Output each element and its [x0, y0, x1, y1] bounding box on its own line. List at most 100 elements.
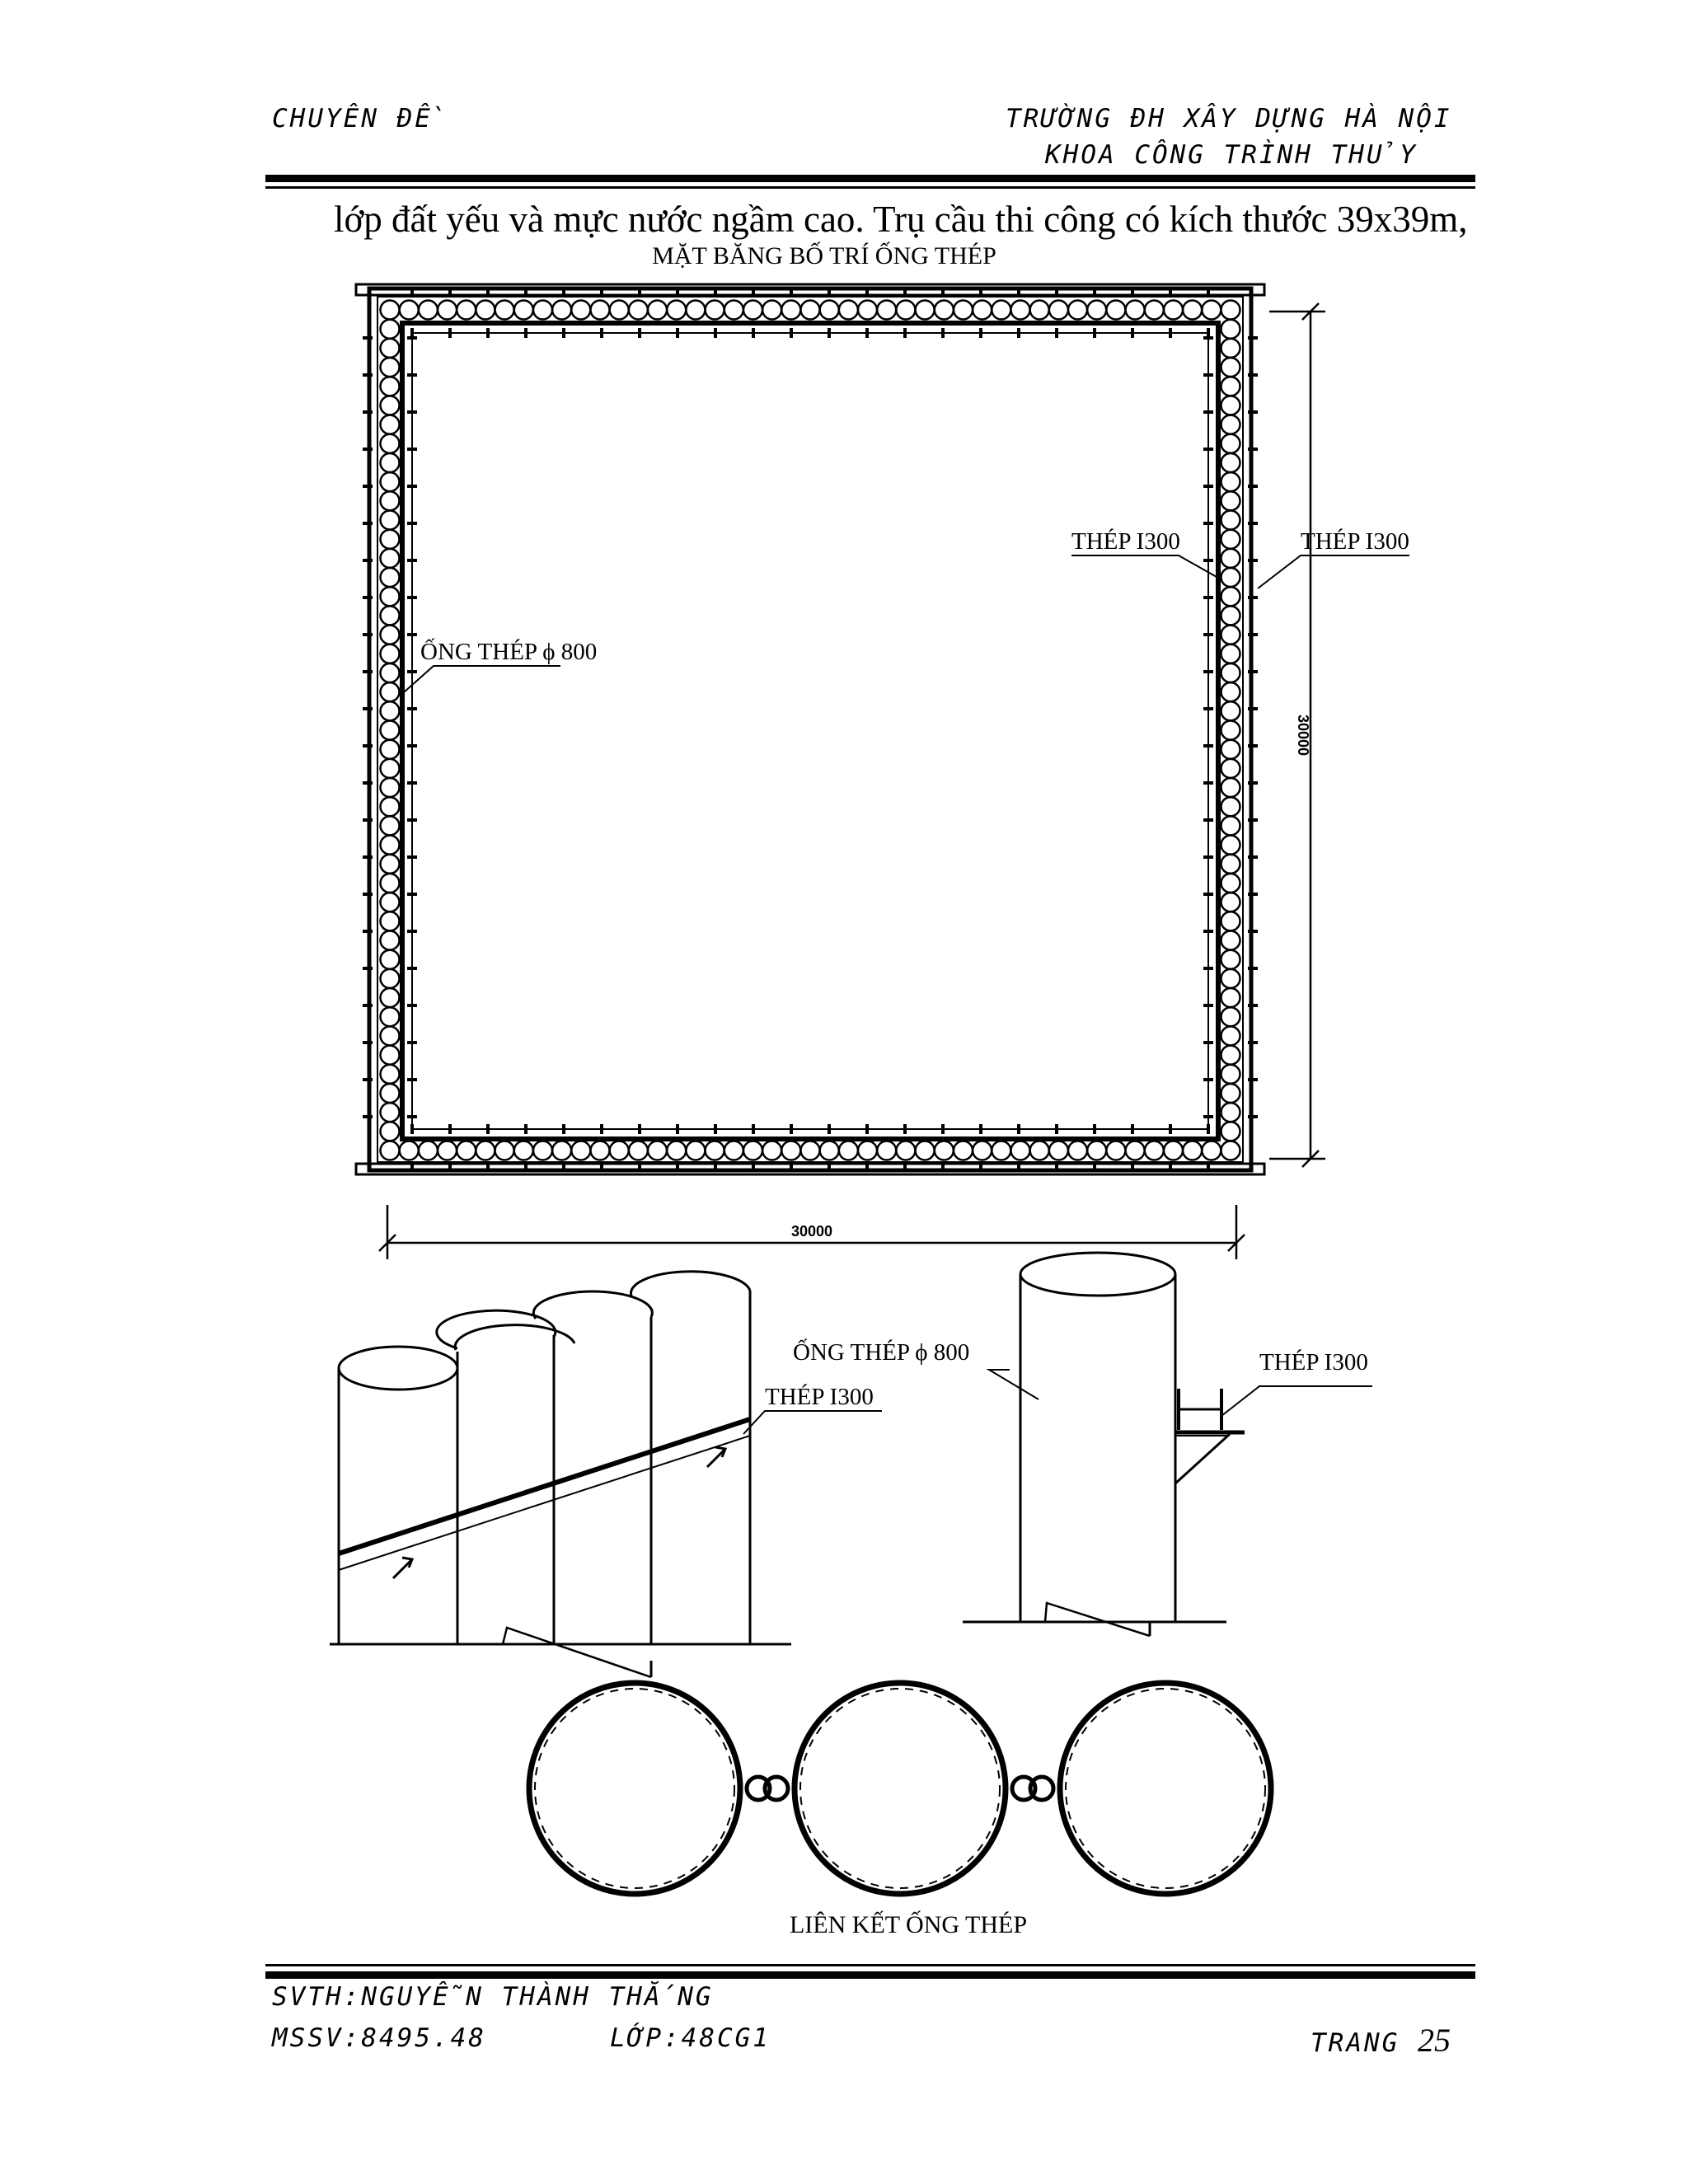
steel-pipe-plan [379, 1140, 401, 1161]
connection-title: LIÊN KẾT ỐNG THÉP [790, 1910, 1027, 1938]
connection-pipe-2 [791, 1680, 1009, 1897]
steel-pipe-plan [398, 299, 420, 321]
leader-lines [403, 555, 1409, 693]
steel-pipe-plan [1220, 757, 1241, 780]
steel-pipe-plan [1220, 414, 1241, 435]
steel-pipe-plan [1220, 1101, 1241, 1123]
steel-pipe-plan [1105, 1140, 1127, 1161]
steel-pipe-plan [570, 1140, 592, 1161]
steel-pipe-plan [379, 433, 401, 455]
steel-pipe-plan [589, 1140, 611, 1161]
steel-pipe-plan [532, 299, 554, 321]
steel-pipe-plan [799, 299, 821, 321]
steel-pipe-plan [494, 1140, 515, 1161]
steel-pipe-plan [1220, 356, 1241, 378]
plan-title: MẶT BĂNG BỐ TRÍ ỐNG THÉP [652, 241, 996, 269]
steel-pipe-plan [417, 1140, 439, 1161]
steel-pipe-plan [685, 1140, 706, 1161]
steel-pipe-plan [781, 1140, 802, 1161]
steel-pipe-plan [1220, 605, 1241, 626]
steel-pipe-plan [551, 299, 573, 321]
outer-frame-beam [367, 286, 1254, 1173]
steel-pipe-plan [837, 299, 860, 321]
steel-pipe-plan [1220, 471, 1241, 493]
footer-rule-thick [265, 1971, 1475, 1979]
leader-inner-beam [1071, 555, 1217, 578]
steel-pipe-plan [895, 299, 917, 321]
steel-pipe-plan [608, 1140, 630, 1161]
steel-pipe-plan [379, 738, 401, 760]
steel-pipe-plan [1220, 566, 1241, 588]
label-pipe-plan: ỐNG THÉP ϕ 800 [420, 637, 597, 665]
steel-pipe-plan [704, 1140, 725, 1161]
leader-pipe-elevation [986, 1369, 1039, 1400]
steel-pipe-plan [991, 299, 1012, 321]
steel-pipe-plan [379, 337, 401, 359]
steel-pipe-plan [1220, 930, 1241, 951]
steel-pipe-plan [799, 1140, 821, 1161]
inclined-beam-top [338, 1417, 751, 1556]
steel-pipe-plan [952, 299, 974, 321]
connector-lock-1 [744, 1774, 790, 1802]
elevation-left [330, 1270, 882, 1679]
steel-pipe-plan [1220, 1044, 1241, 1066]
footer-page: TRANG 25 [1311, 2021, 1451, 2060]
steel-pipe-plan [455, 299, 477, 321]
elevation-right [963, 1251, 1372, 1638]
steel-pipe-plan [475, 299, 496, 321]
header-faculty: KHOA CÔNG TRÌNH THỦY [1045, 140, 1418, 170]
footer-page-label: TRANG [1311, 2028, 1400, 2058]
steel-pipe-plan [1201, 299, 1222, 321]
steel-pipe-plan [761, 1140, 783, 1161]
steel-pipe-plan [379, 1101, 401, 1123]
steel-pipe-plan [379, 356, 401, 378]
steel-pipe-plan [665, 1140, 687, 1161]
steel-pipe-plan [379, 643, 401, 665]
steel-pipe-plan [379, 1005, 401, 1028]
steel-pipe-plan [895, 1140, 917, 1161]
steel-pipe-plan [1220, 872, 1241, 894]
steel-pipe-plan [379, 471, 401, 493]
steel-pipe-plan [665, 299, 687, 321]
steel-pipe-plan [837, 1140, 860, 1161]
steel-pipe-plan [1085, 1140, 1108, 1161]
dimension-horizontal [378, 1205, 1245, 1259]
steel-pipe-plan [1220, 1063, 1241, 1085]
steel-pipe-plan [1220, 795, 1241, 818]
steel-pipe-plan [1085, 299, 1108, 321]
steel-pipe-plan [379, 318, 401, 340]
steel-pipe-plan [379, 815, 401, 837]
steel-pipe-plan [608, 299, 630, 321]
steel-pipe-plan [379, 757, 401, 780]
steel-pipe-plan [379, 834, 401, 855]
steel-pipe-plan [513, 299, 535, 321]
pipe-top-ellipse [1019, 1251, 1177, 1297]
steel-pipe-plan [379, 509, 401, 531]
steel-pipe-plan [1220, 911, 1241, 932]
steel-pipe-plan [1067, 1140, 1089, 1161]
steel-pipe-plan [1181, 299, 1203, 321]
steel-pipe-plan [1220, 891, 1241, 913]
steel-pipe-plan [379, 395, 401, 416]
steel-pipe-plan [379, 1121, 401, 1142]
steel-pipe-plan [1220, 585, 1241, 607]
steel-pipe-plan [379, 776, 401, 799]
steel-pipe-plan [379, 299, 401, 321]
steel-pipe-plan [1220, 701, 1241, 722]
steel-pipe-plan [1067, 299, 1089, 321]
steel-pipe-plan [1124, 299, 1146, 321]
steel-pipe-plan [627, 1140, 649, 1161]
steel-pipe-plan [379, 528, 401, 550]
steel-pipe-plan [1220, 337, 1241, 359]
steel-pipe-plan [723, 299, 745, 321]
steel-pipe-plan [379, 872, 401, 894]
steel-pipe-plan [379, 795, 401, 818]
steel-pipe-plan [379, 624, 401, 645]
steel-pipe-plan [1220, 853, 1241, 875]
footer-class: LỚP:48CG1 [610, 2023, 771, 2053]
steel-pipe-plan [1162, 1140, 1184, 1161]
steel-pipe-plan [379, 949, 401, 970]
steel-pipe-plan [856, 1140, 879, 1161]
steel-pipe-plan [379, 452, 401, 474]
steel-pipe-plan [1220, 968, 1241, 990]
